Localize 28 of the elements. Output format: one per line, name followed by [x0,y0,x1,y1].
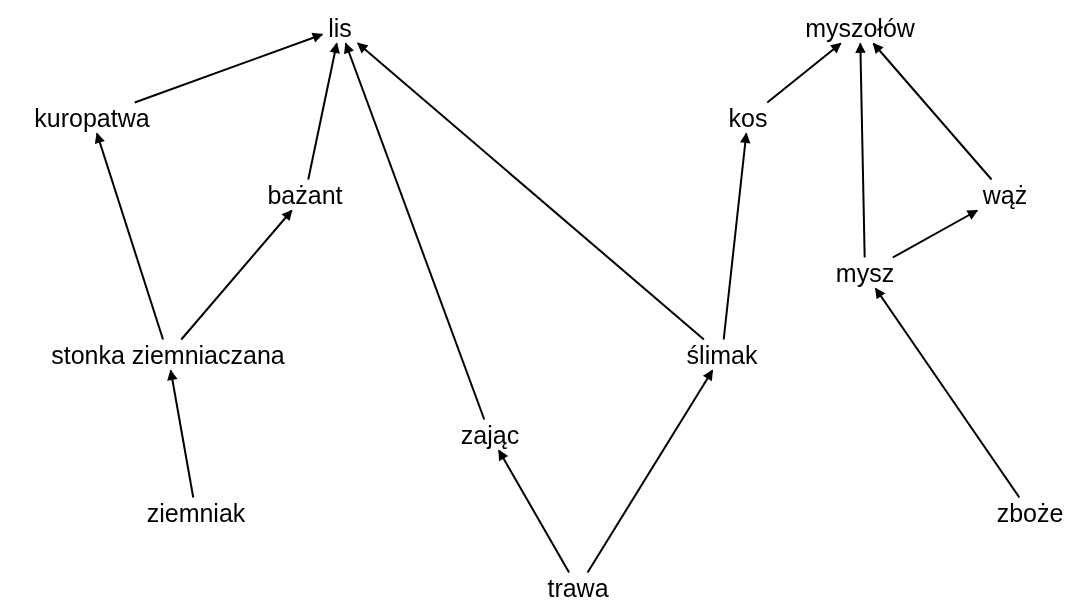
node-label: bażant [263,178,347,212]
arrow [167,369,195,499]
node-label: ziemniak [142,496,250,530]
arrow [307,42,340,181]
arrow [766,42,842,104]
arrow [722,132,751,341]
node-label: ślimak [682,338,762,372]
node-label: mysz [831,256,899,290]
node-label: zając [456,418,524,452]
node-label: zboże [992,496,1068,530]
arrow [855,42,866,259]
arrow [344,42,486,421]
arrow [133,32,324,104]
arrow [180,209,293,341]
node-label: myszołów [801,11,919,45]
node-label: stonka ziemniaczana [47,338,289,372]
arrow [94,132,165,341]
arrow [497,449,571,574]
node-label: kos [724,101,772,135]
arrow [356,42,705,341]
arrow [891,209,979,259]
node-label: lis [324,11,356,45]
arrow [874,287,1021,499]
node-label: kuropatwa [30,101,154,135]
node-label: wąż [978,178,1032,212]
arrow [586,369,714,574]
node-label: trawa [543,571,613,605]
arrow [872,42,993,181]
